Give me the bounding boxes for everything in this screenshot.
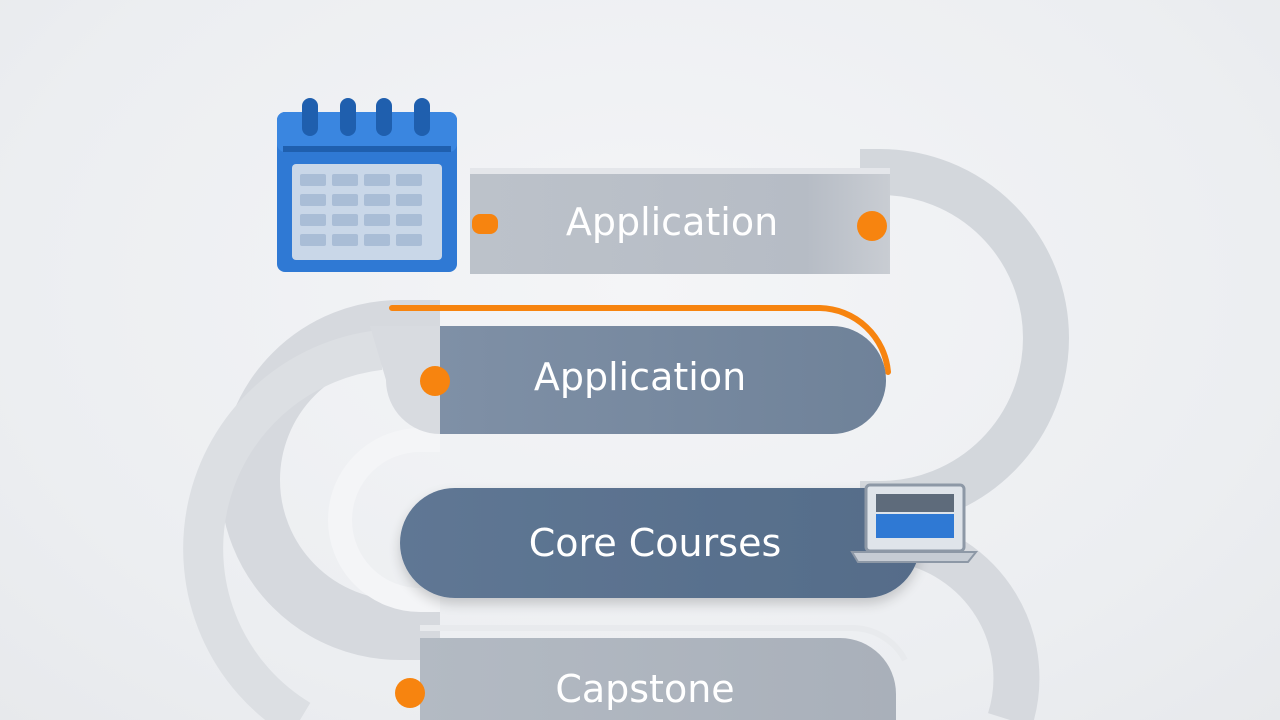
step-1-end-dot bbox=[857, 211, 887, 241]
road-curve-left-outer bbox=[183, 330, 383, 720]
step-2-label: Application bbox=[534, 355, 746, 399]
step-1-label: Application bbox=[566, 200, 778, 244]
step-3-bar bbox=[400, 488, 920, 598]
step-1-bar bbox=[470, 172, 890, 274]
laptop-icon bbox=[850, 483, 979, 563]
step-2-band: Application bbox=[370, 326, 886, 434]
calendar-grid bbox=[300, 174, 422, 246]
step-2-start-dot bbox=[420, 366, 450, 396]
step-4-top-edge bbox=[420, 624, 908, 662]
calendar-icon bbox=[277, 98, 457, 272]
road-curve-right-bottom bbox=[895, 517, 1040, 720]
laptop-base bbox=[850, 551, 979, 563]
step-1-start-dot bbox=[472, 214, 498, 234]
laptop-screen-bar bbox=[876, 494, 954, 512]
step-3-band: Core Courses bbox=[400, 488, 920, 598]
step-4-bar bbox=[420, 638, 896, 720]
laptop-screen-content bbox=[876, 514, 954, 538]
step-2-bar bbox=[440, 326, 886, 434]
step-1-band: Application bbox=[470, 168, 890, 274]
calendar-rings bbox=[302, 98, 430, 136]
step-3-label: Core Courses bbox=[529, 521, 782, 565]
calendar-header bbox=[277, 112, 457, 152]
step-4-band: Capstone bbox=[395, 624, 908, 720]
calendar-header-divider bbox=[283, 146, 451, 152]
road-highlight bbox=[328, 428, 440, 612]
step-4-start-dot bbox=[395, 678, 425, 708]
step-1-top-edge bbox=[470, 168, 890, 174]
progress-connector bbox=[389, 305, 891, 375]
step-4-label: Capstone bbox=[555, 667, 734, 711]
